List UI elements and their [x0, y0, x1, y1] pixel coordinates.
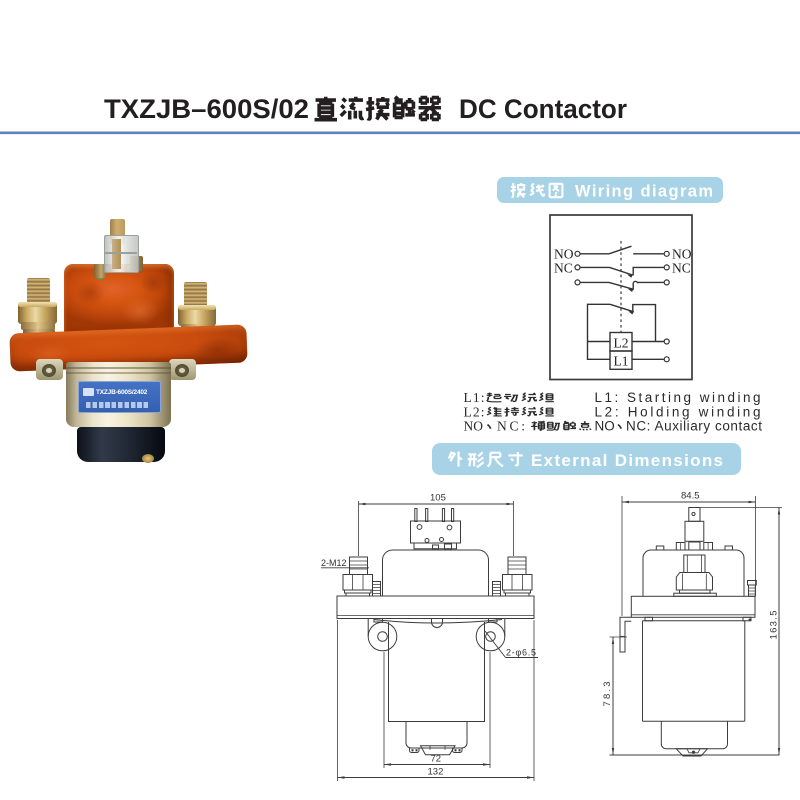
- svg-text:TXZJB–600S/02: TXZJB–600S/02: [104, 94, 309, 124]
- svg-text:NO: NO: [464, 419, 484, 434]
- svg-text:L2: L2: [614, 336, 629, 351]
- svg-text:NO: NO: [595, 419, 615, 434]
- svg-text:78.3: 78.3: [602, 682, 613, 707]
- svg-text:163.5: 163.5: [769, 611, 780, 640]
- svg-text:NO: NO: [554, 247, 574, 262]
- svg-text:L1: L1: [614, 354, 629, 369]
- svg-text:132: 132: [428, 767, 444, 778]
- svg-text:2-M12: 2-M12: [321, 558, 347, 568]
- svg-text:L1: Starting winding: L1: Starting winding: [595, 390, 761, 405]
- svg-text:NC: Auxiliary contact: NC: Auxiliary contact: [626, 419, 762, 434]
- svg-text:L2: Holding winding: L2: Holding winding: [595, 404, 761, 419]
- svg-text:105: 105: [430, 493, 446, 504]
- svg-text:L2:: L2:: [464, 404, 485, 419]
- svg-text:2-φ6.5: 2-φ6.5: [506, 648, 536, 658]
- svg-text:NO: NO: [672, 247, 692, 262]
- svg-text:72: 72: [431, 754, 442, 765]
- svg-text:Wiring diagram: Wiring diagram: [575, 183, 713, 201]
- svg-text:L1:: L1:: [464, 390, 485, 405]
- svg-text:DC Contactor: DC Contactor: [459, 94, 627, 124]
- svg-text:NC: NC: [554, 261, 573, 276]
- svg-text:84.5: 84.5: [681, 491, 700, 502]
- svg-text:External Dimensions: External Dimensions: [531, 451, 723, 470]
- svg-text:NC: NC: [672, 261, 691, 276]
- svg-text:NC:: NC:: [497, 419, 525, 434]
